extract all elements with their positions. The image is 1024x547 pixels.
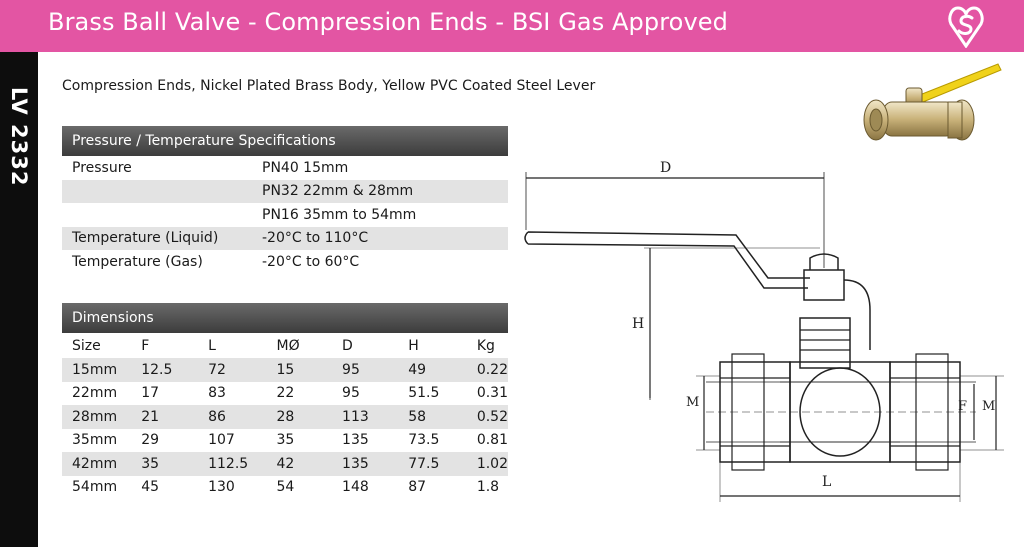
table-row: PN16 35mm to 54mm bbox=[62, 203, 508, 227]
column-header: Size bbox=[72, 337, 101, 354]
table-row: Temperature (Gas) -20°C to 60°C bbox=[62, 250, 508, 274]
cell: 87 bbox=[408, 479, 427, 496]
cell: 0.22 bbox=[466, 358, 508, 382]
cell: 22 bbox=[276, 385, 295, 402]
bsi-kitemark-icon bbox=[948, 6, 984, 48]
label-h: H bbox=[632, 316, 644, 332]
cell: 0.52 bbox=[466, 405, 508, 429]
table-row: 22mm 17 83 22 95 51.5 0.31 bbox=[62, 382, 508, 406]
cell: 35 bbox=[131, 452, 199, 476]
cell: 15 bbox=[266, 358, 333, 382]
cell: 54 bbox=[276, 479, 295, 496]
header-bar: Brass Ball Valve - Compression Ends - BS… bbox=[38, 0, 1024, 52]
header-corner bbox=[0, 0, 38, 52]
cell: 54mm bbox=[72, 479, 118, 496]
cell: 42mm bbox=[62, 452, 132, 476]
cell: 58 bbox=[398, 405, 467, 429]
column-header: MØ bbox=[276, 337, 300, 354]
row-label bbox=[62, 203, 252, 227]
cell: 77.5 bbox=[398, 452, 467, 476]
cell: 28mm bbox=[62, 405, 132, 429]
valve-technical-drawing: D H M F M L bbox=[524, 160, 1004, 502]
dimensions-table: Dimensions Size F L MØ D H Kg 15mm 12.5 … bbox=[62, 303, 508, 499]
table-row: Pressure PN40 15mm bbox=[62, 156, 508, 180]
cell: 107 bbox=[208, 432, 235, 449]
cell: 73.5 bbox=[408, 432, 440, 449]
side-bar bbox=[0, 52, 38, 547]
valve-stem bbox=[803, 269, 845, 301]
cell: 95 bbox=[342, 385, 360, 402]
table-header: Pressure / Temperature Specifications bbox=[62, 126, 508, 156]
cell: 83 bbox=[208, 385, 226, 402]
row-value: PN40 15mm bbox=[262, 159, 349, 176]
row-label bbox=[62, 179, 252, 203]
table-row: 28mm 21 86 28 113 58 0.52 bbox=[62, 405, 508, 429]
cell: 1.8 bbox=[476, 479, 500, 496]
column-header-row: Size F L MØ D H Kg bbox=[62, 333, 508, 358]
column-header: F bbox=[141, 337, 150, 354]
table-header: Dimensions bbox=[62, 303, 508, 333]
column-header: L bbox=[208, 337, 216, 354]
cell: 22mm bbox=[72, 385, 118, 402]
product-description: Compression Ends, Nickel Plated Brass Bo… bbox=[62, 78, 596, 94]
cell: 130 bbox=[208, 479, 235, 496]
product-code: LV 2332 bbox=[0, 52, 38, 222]
product-code-text: LV 2332 bbox=[7, 87, 31, 187]
cell: 112.5 bbox=[198, 452, 267, 476]
table-row: 54mm 45 130 54 148 87 1.8 bbox=[62, 476, 508, 500]
label-m-left: M bbox=[686, 395, 699, 410]
cell: 135 bbox=[342, 432, 369, 449]
pressure-temperature-table: Pressure / Temperature Specifications Pr… bbox=[62, 126, 508, 274]
cell: 1.02 bbox=[466, 452, 508, 476]
row-value: -20°C to 60°C bbox=[262, 253, 360, 270]
cell: 135 bbox=[332, 452, 399, 476]
cell: 0.81 bbox=[476, 432, 508, 449]
cell: 95 bbox=[332, 358, 399, 382]
cell: 21 bbox=[131, 405, 199, 429]
cell: 35 bbox=[276, 432, 295, 449]
column-header: Kg bbox=[476, 337, 495, 354]
page-title: Brass Ball Valve - Compression Ends - BS… bbox=[48, 8, 728, 36]
table-row: 35mm 29 107 35 135 73.5 0.81 bbox=[62, 429, 508, 453]
column-header: H bbox=[408, 337, 419, 354]
cell: 28 bbox=[266, 405, 333, 429]
row-label: Temperature (Liquid) bbox=[62, 226, 252, 250]
cell: 42 bbox=[266, 452, 333, 476]
label-d: D bbox=[660, 160, 671, 176]
column-header: D bbox=[342, 337, 353, 354]
lever bbox=[524, 231, 810, 289]
table-row: 42mm 35 112.5 42 135 77.5 1.02 bbox=[62, 452, 508, 476]
cell: 113 bbox=[332, 405, 399, 429]
cell: 49 bbox=[398, 358, 467, 382]
label-l: L bbox=[822, 474, 831, 490]
cell: 35mm bbox=[72, 432, 118, 449]
label-m-right: M bbox=[982, 399, 995, 414]
row-label: Temperature (Gas) bbox=[72, 253, 203, 270]
ball-valve-photo bbox=[863, 63, 1002, 141]
row-value: PN32 22mm & 28mm bbox=[252, 179, 508, 203]
table-title: Pressure / Temperature Specifications bbox=[72, 133, 336, 149]
table-row: Temperature (Liquid) -20°C to 110°C bbox=[62, 226, 508, 250]
label-f: F bbox=[958, 399, 967, 414]
table-title: Dimensions bbox=[72, 310, 154, 326]
cell: 45 bbox=[141, 479, 160, 496]
cell: 86 bbox=[198, 405, 267, 429]
row-value: -20°C to 110°C bbox=[252, 226, 508, 250]
row-label: Pressure bbox=[72, 159, 132, 176]
cell: 72 bbox=[198, 358, 267, 382]
cell: 148 bbox=[342, 479, 369, 496]
table-row: PN32 22mm & 28mm bbox=[62, 179, 508, 203]
table-row: 15mm 12.5 72 15 95 49 0.22 bbox=[62, 358, 508, 382]
cell: 12.5 bbox=[131, 358, 199, 382]
row-value: PN16 35mm to 54mm bbox=[262, 206, 417, 223]
cell: 51.5 bbox=[408, 385, 440, 402]
cell: 29 bbox=[141, 432, 160, 449]
cell: 15mm bbox=[62, 358, 132, 382]
cell: 0.31 bbox=[476, 385, 508, 402]
cell: 17 bbox=[141, 385, 160, 402]
